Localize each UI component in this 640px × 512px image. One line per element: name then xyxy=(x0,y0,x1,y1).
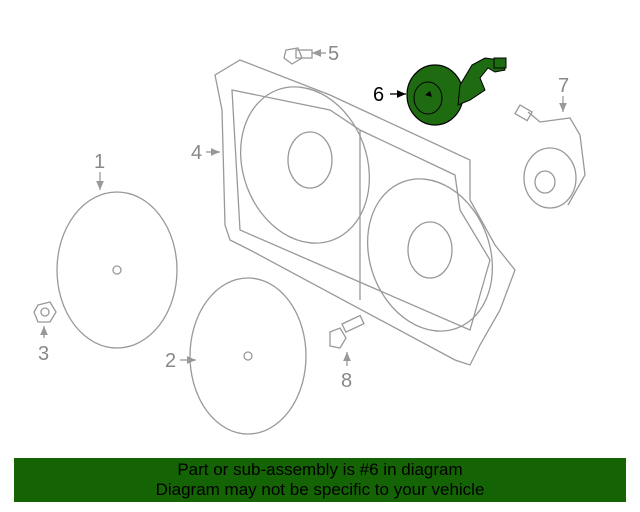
fan-shroud[interactable] xyxy=(214,59,516,366)
nut-3[interactable] xyxy=(33,301,57,323)
bolt-5[interactable] xyxy=(283,47,313,65)
callout-7[interactable]: 7 xyxy=(558,75,569,97)
bolt-8[interactable] xyxy=(329,314,365,349)
callout-6[interactable]: 6 xyxy=(373,84,384,106)
callout-4[interactable]: 4 xyxy=(191,142,202,164)
notice-banner: Part or sub-assembly is #6 in diagram Di… xyxy=(14,458,626,502)
callout-2[interactable]: 2 xyxy=(165,350,176,372)
fan-motor-6-highlighted[interactable] xyxy=(406,57,507,126)
callout-8[interactable]: 8 xyxy=(341,370,352,392)
banner-line-1: Part or sub-assembly is #6 in diagram xyxy=(177,460,463,479)
fan-motor-7[interactable] xyxy=(514,104,586,209)
callout-1[interactable]: 1 xyxy=(94,151,105,173)
fan-blade-2[interactable] xyxy=(189,277,307,435)
fan-blade-1[interactable] xyxy=(56,191,178,349)
banner-line-2: Diagram may not be specific to your vehi… xyxy=(155,480,485,499)
callout-5[interactable]: 5 xyxy=(328,43,339,65)
callout-3[interactable]: 3 xyxy=(38,343,49,365)
